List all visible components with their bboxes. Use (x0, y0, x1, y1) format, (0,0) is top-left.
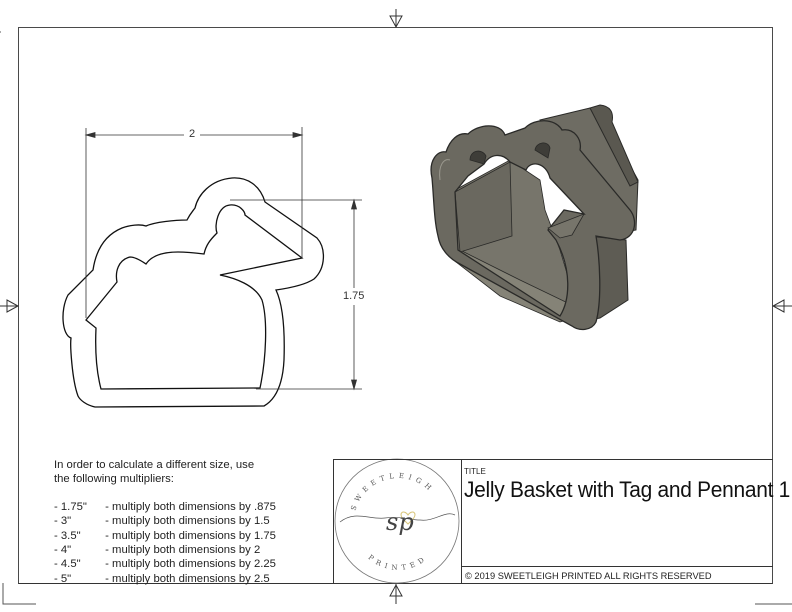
multiplier-text: - multiply both dimensions by 1.5 (102, 515, 270, 528)
cutter-2d-outline (62, 177, 325, 408)
multiplier-row: - 4" - multiply both dimensions by 2 (54, 543, 276, 557)
logo-bottom-text: PRINTED (367, 553, 425, 572)
left-center-mark-icon (0, 299, 20, 313)
notes-intro: In order to calculate a different size, … (54, 458, 276, 487)
logo-cell: SWEETLEIGH PRINTED sp (334, 460, 462, 584)
multiplier-text: - multiply both dimensions by .875 (102, 500, 276, 513)
multiplier-text: - multiply both dimensions by 1.75 (102, 529, 276, 542)
multiplier-row: - 1.75" - multiply both dimensions by .8… (54, 500, 276, 514)
sweetleigh-logo (334, 458, 460, 584)
size-multiplier-notes: In order to calculate a different size, … (54, 458, 276, 586)
bottom-center-mark-icon (389, 583, 403, 604)
drawing-title: Jelly Basket with Tag and Pennant 1 (464, 477, 791, 502)
notes-intro-line1: In order to calculate a different size, … (54, 459, 255, 471)
multiplier-row: - 3.5" - multiply both dimensions by 1.7… (54, 529, 276, 543)
drawing-border (18, 27, 773, 584)
multiplier-row: - 4.5" - multiply both dimensions by 2.2… (54, 557, 276, 571)
multiplier-size: - 4.5" (54, 558, 81, 571)
multiplier-size: - 1.75" (54, 500, 87, 513)
svg-text:SWEETLEIGH: SWEETLEIGH (350, 472, 436, 512)
top-center-mark-icon (389, 9, 403, 29)
multiplier-row: - 3" - multiply both dimensions by 1.5 (54, 514, 276, 528)
right-center-mark-icon (771, 299, 792, 313)
multiplier-text: - multiply both dimensions by 2.5 (102, 572, 270, 585)
title-block: SWEETLEIGH PRINTED sp TITLE Jelly Basket… (333, 459, 790, 585)
width-dimension-label: 2 (187, 128, 198, 140)
height-dimension-label: 1.75 (341, 290, 367, 302)
copyright-cell: © 2019 SWEETLEIGH PRINTED ALL RIGHTS RES… (462, 566, 773, 585)
logo-text-icon: SWEETLEIGH PRINTED sp (350, 472, 436, 572)
copyright-text: © 2019 SWEETLEIGH PRINTED ALL RIGHTS RES… (465, 571, 712, 581)
height-dimension (230, 198, 362, 391)
notes-intro-line2: the following multipliers: (54, 473, 174, 486)
multiplier-size: - 4" (54, 544, 72, 557)
multiplier-size: - 5" (54, 572, 72, 585)
cutter-3d-render (430, 104, 639, 331)
logo-monogram: sp (386, 508, 414, 536)
multiplier-text: - multiply both dimensions by 2.25 (102, 558, 276, 571)
title-cell: TITLE Jelly Basket with Tag and Pennant … (462, 460, 790, 566)
width-dimension (84, 127, 304, 318)
multiplier-text: - multiply both dimensions by 2 (102, 544, 261, 557)
logo-top-text: SWEETLEIGH (350, 472, 432, 512)
corner-marks (0, 31, 792, 605)
multiplier-size: - 3" (54, 515, 72, 528)
svg-text:PRINTED: PRINTED (367, 553, 430, 572)
multiplier-row: - 5" - multiply both dimensions by 2.5 (54, 572, 276, 586)
multiplier-size: - 3.5" (54, 529, 81, 542)
title-label: TITLE (464, 467, 486, 476)
